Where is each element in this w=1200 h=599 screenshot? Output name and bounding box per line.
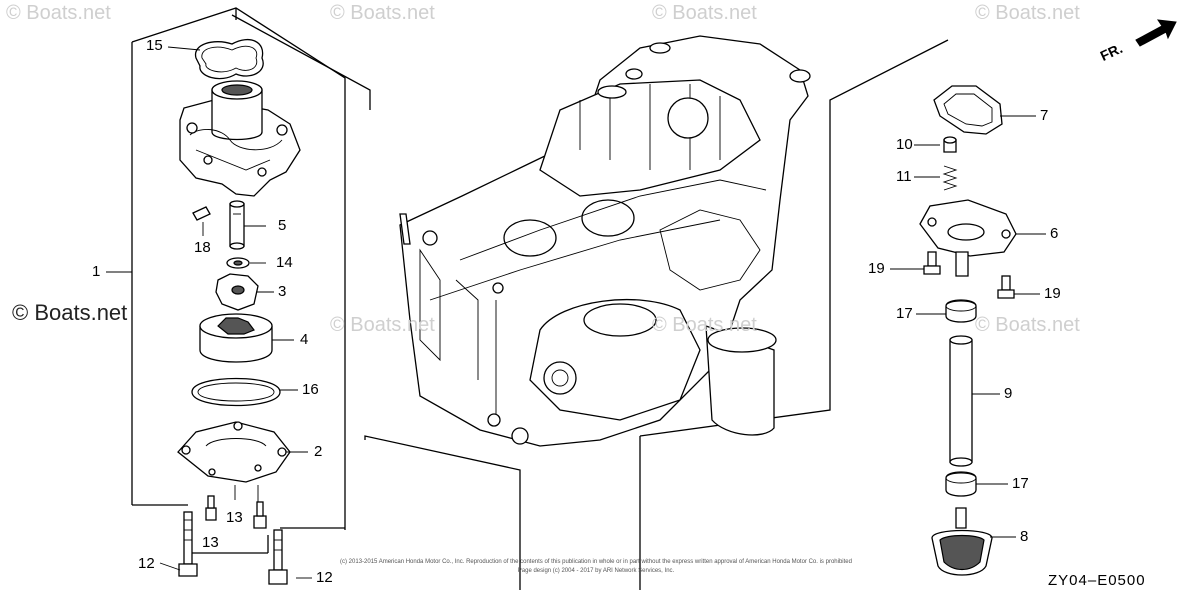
callout-19: 19 bbox=[1044, 285, 1061, 302]
part-13-bolt-a bbox=[205, 495, 217, 521]
left-group-frame bbox=[131, 7, 371, 554]
part-12-bolt-a bbox=[178, 511, 198, 577]
watermark-text: © Boats.net bbox=[652, 2, 757, 24]
callout-10: 10 bbox=[896, 136, 913, 153]
part-19-bolt-right bbox=[997, 275, 1015, 299]
part-10-cap bbox=[943, 136, 957, 153]
callout-8: 8 bbox=[1020, 528, 1029, 545]
part-4-outer-rotor bbox=[199, 313, 273, 363]
copyright-page-design: Page design (c) 2004 - 2017 by ARI Netwo… bbox=[517, 568, 675, 574]
callout-1: 1 bbox=[92, 263, 101, 280]
callout-12: 12 bbox=[138, 555, 155, 572]
callout-9: 9 bbox=[1004, 385, 1013, 402]
left-leader-lines bbox=[106, 46, 312, 579]
callout-12: 12 bbox=[316, 569, 333, 586]
callout-14: 14 bbox=[276, 254, 293, 271]
callout-7: 7 bbox=[1040, 107, 1049, 124]
copyright-notice: (c) 2013-2015 American Honda Motor Co., … bbox=[340, 559, 852, 565]
callout-16: 16 bbox=[302, 381, 319, 398]
callout-15: 15 bbox=[146, 37, 163, 54]
watermark-main: © Boats.net bbox=[12, 300, 128, 325]
part-9-oil-hose bbox=[949, 335, 973, 467]
part-oil-pump-body bbox=[179, 80, 301, 197]
watermark-text: © Boats.net bbox=[330, 2, 435, 24]
callout-17: 17 bbox=[896, 305, 913, 322]
cylinder-block-assembly bbox=[364, 35, 949, 590]
part-16-o-ring bbox=[191, 377, 281, 407]
diagram-code: ZY04–E0500 bbox=[1048, 572, 1146, 589]
part-6-relief-valve-cover bbox=[919, 199, 1017, 277]
part-19-bolt-left bbox=[923, 251, 941, 275]
part-2-pump-cover-plate bbox=[177, 421, 291, 483]
callout-19: 19 bbox=[868, 260, 885, 277]
part-17-hose-clamp-lower bbox=[945, 471, 977, 497]
part-11-spring bbox=[942, 165, 958, 191]
part-5-drive-shaft bbox=[229, 200, 245, 250]
part-3-inner-rotor bbox=[215, 273, 259, 311]
part-17-hose-clamp-upper bbox=[945, 299, 977, 323]
forward-arrow-icon bbox=[1135, 19, 1177, 47]
part-18-pin bbox=[192, 206, 211, 221]
watermark-text: © Boats.net bbox=[652, 314, 757, 336]
right-leader-lines bbox=[890, 115, 1046, 538]
callout-11: 11 bbox=[896, 168, 912, 185]
watermark-text: © Boats.net bbox=[975, 314, 1080, 336]
part-13-bolt-b bbox=[253, 501, 267, 529]
part-7-gasket bbox=[933, 85, 1003, 135]
part-15-pump-cover-gasket bbox=[195, 39, 264, 80]
watermark-text: © Boats.net bbox=[975, 2, 1080, 24]
callout-6: 6 bbox=[1050, 225, 1059, 242]
callout-2: 2 bbox=[314, 443, 323, 460]
part-8-oil-strainer bbox=[931, 507, 993, 576]
callout-13: 13 bbox=[202, 534, 219, 551]
callout-3: 3 bbox=[278, 283, 287, 300]
callout-17: 17 bbox=[1012, 475, 1029, 492]
part-12-bolt-b bbox=[268, 529, 288, 585]
part-14-washer bbox=[226, 257, 250, 269]
watermark-text: © Boats.net bbox=[6, 2, 111, 24]
callout-13: 13 bbox=[226, 509, 243, 526]
callout-4: 4 bbox=[300, 331, 309, 348]
watermark-text: © Boats.net bbox=[330, 314, 435, 336]
callout-18: 18 bbox=[194, 239, 211, 256]
callout-5: 5 bbox=[278, 217, 287, 234]
